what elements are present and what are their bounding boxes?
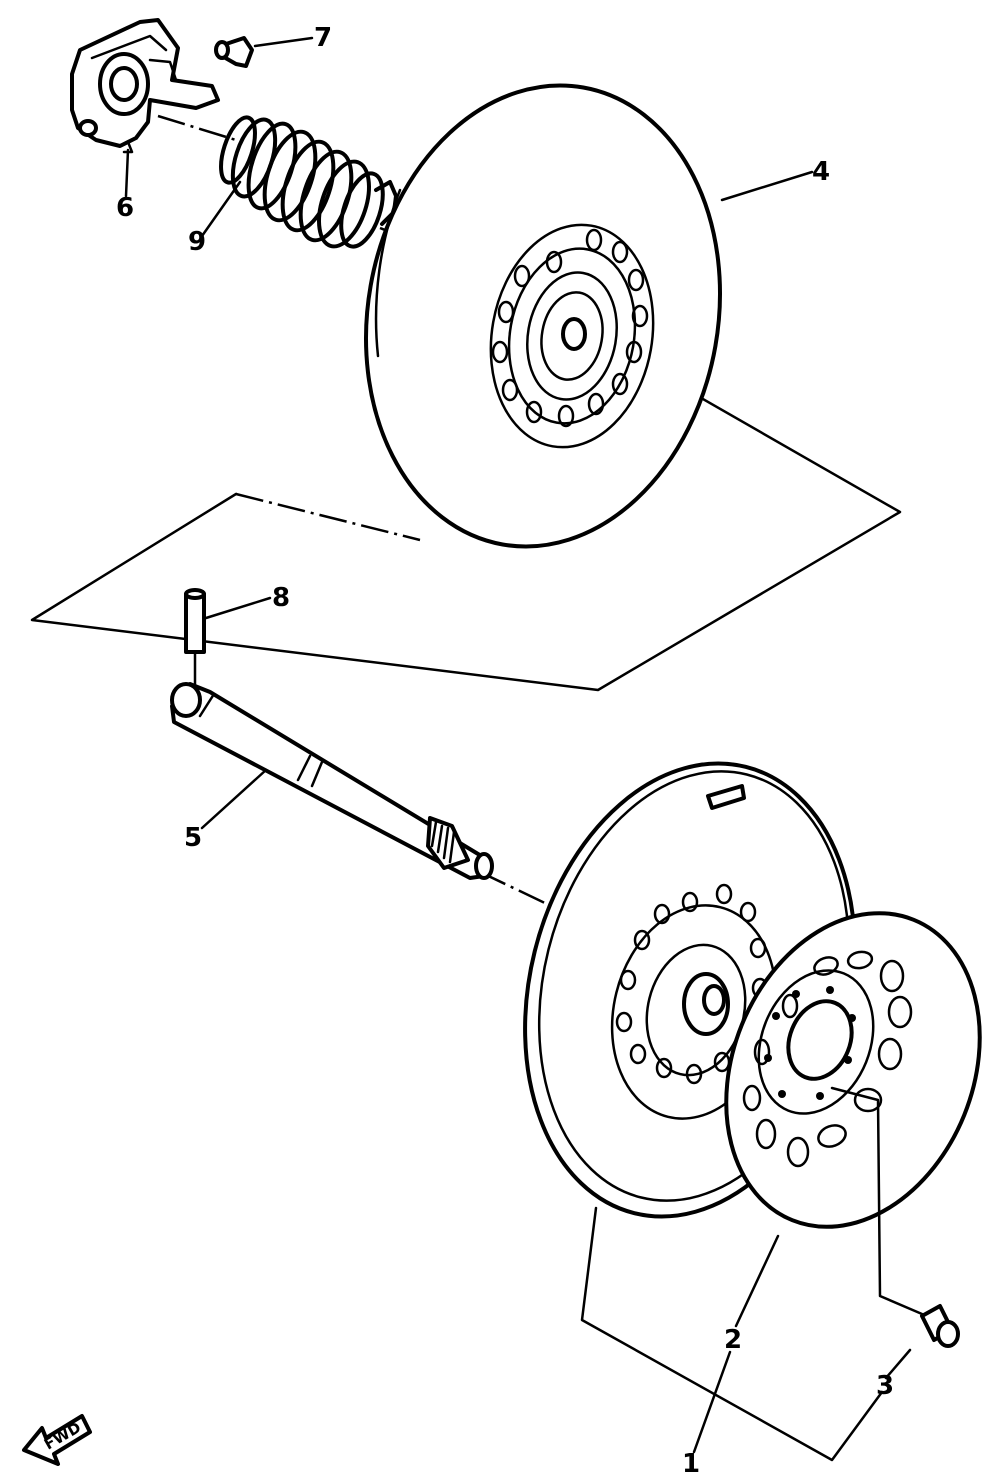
label-5: 5 bbox=[184, 823, 202, 853]
label-1: 1 bbox=[682, 1449, 700, 1479]
label-6: 6 bbox=[116, 193, 134, 223]
cover-plate-part bbox=[724, 911, 982, 1229]
label-8: 8 bbox=[272, 583, 290, 613]
label-4: 4 bbox=[812, 157, 830, 187]
label-2: 2 bbox=[724, 1325, 742, 1355]
label-9: 9 bbox=[188, 227, 206, 257]
bolt-part bbox=[920, 1304, 960, 1348]
movable-sheave-part bbox=[364, 83, 722, 549]
leader-lines bbox=[124, 36, 924, 1462]
dowel-pin-part bbox=[184, 588, 206, 692]
compression-spring-part bbox=[219, 115, 398, 249]
cap-part bbox=[214, 36, 254, 68]
part-labels: 7 6 9 4 8 5 2 3 1 bbox=[116, 23, 894, 1479]
fwd-arrow-icon: FWD bbox=[22, 1414, 92, 1466]
primary-shaft-part bbox=[170, 682, 494, 880]
bearing-holder-part bbox=[70, 18, 220, 154]
label-7: 7 bbox=[314, 23, 332, 53]
label-3: 3 bbox=[876, 1371, 894, 1401]
